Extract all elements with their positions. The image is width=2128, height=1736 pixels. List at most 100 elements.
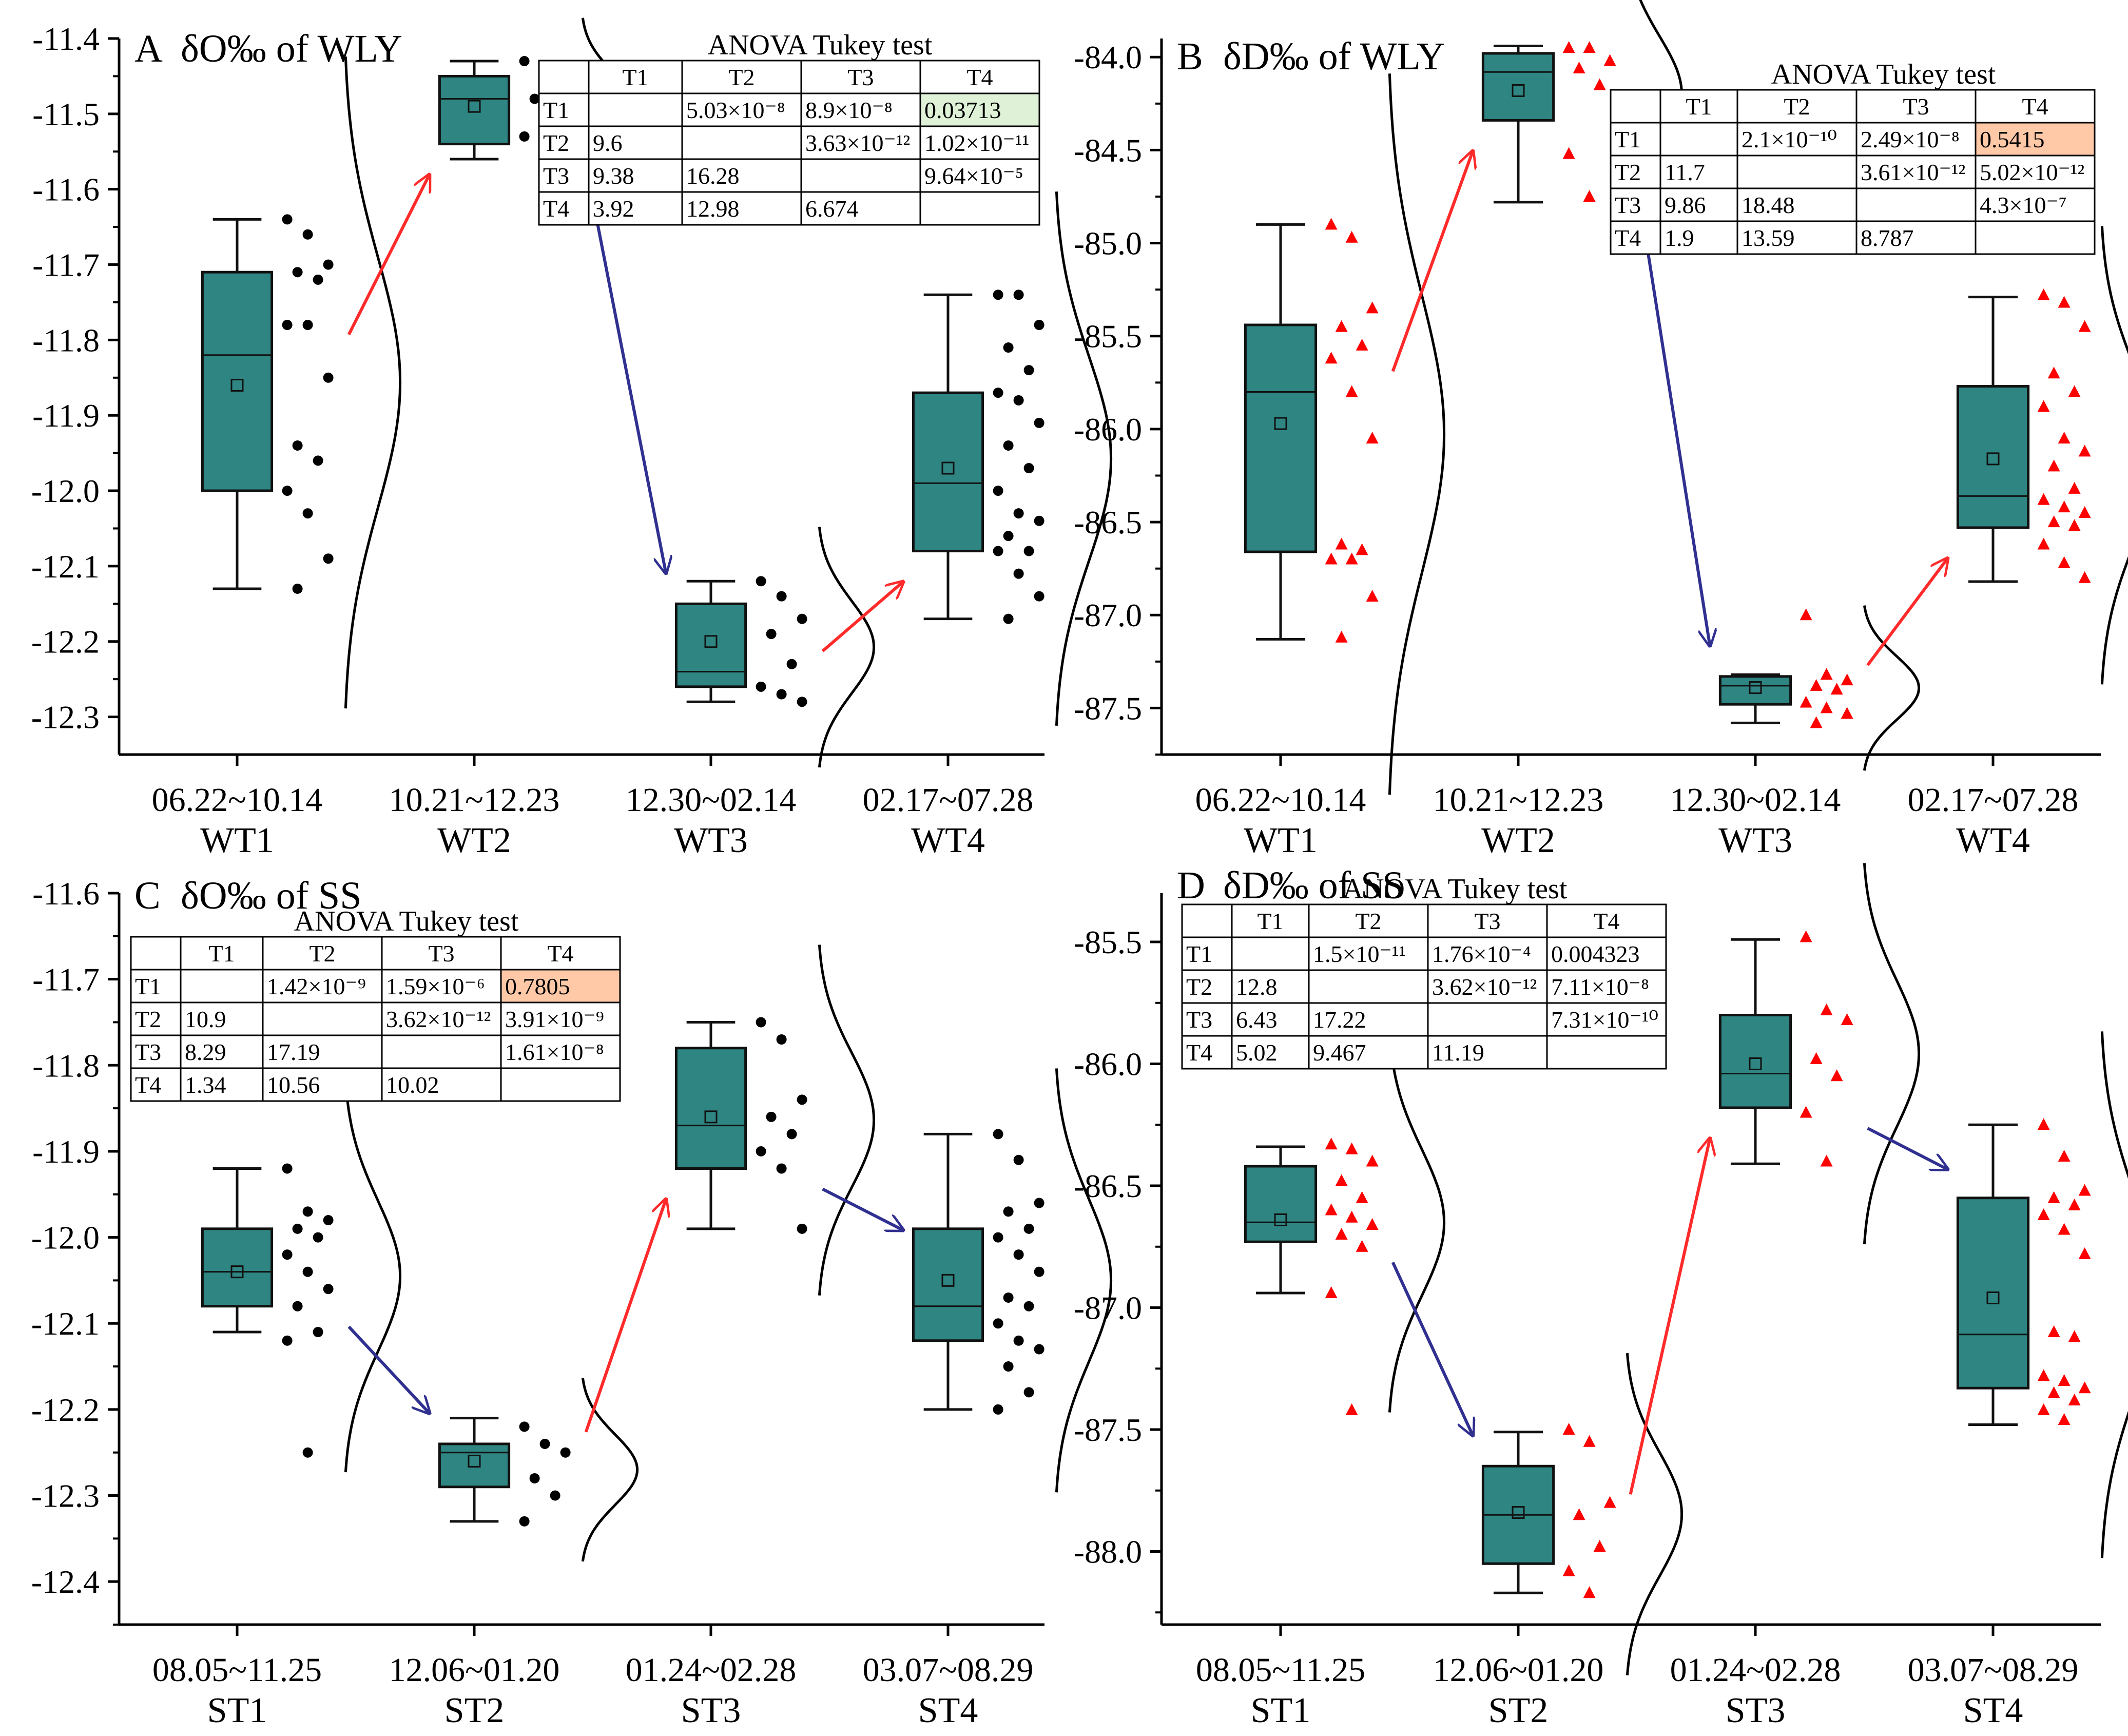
data-point: [313, 455, 323, 466]
data-point: [550, 1490, 560, 1501]
density-curve: [344, 56, 402, 709]
table-cell-text: T1: [622, 64, 648, 90]
arrow-down: [822, 1187, 903, 1230]
data-point: [2068, 1330, 2081, 1342]
data-point: [1013, 1335, 1024, 1346]
data-point: [1345, 552, 1358, 565]
x-tick-label: 02.17~07.28: [863, 781, 1034, 819]
data-point: [1325, 1137, 1338, 1150]
mean-marker: [468, 100, 481, 113]
table-cell-text: T2: [309, 940, 335, 967]
table-cell-text: 1.76×10⁻⁴: [1432, 941, 1531, 967]
table-cell: [1546, 1035, 1667, 1070]
data-point: [323, 1215, 334, 1226]
panel-a: -11.4-11.5-11.6-11.7-11.8-11.9-12.0-12.1…: [31, 17, 1113, 860]
y-tick-label: -84.5: [1074, 132, 1142, 168]
data-point: [756, 1146, 766, 1156]
table-cell-text: 1.9: [1665, 225, 1694, 251]
group-3: [674, 944, 876, 1296]
group-3: [1718, 863, 1921, 1245]
table-cell: [381, 969, 502, 1004]
data-point: [993, 388, 1003, 398]
data-point: [2078, 445, 2091, 457]
mean-marker: [230, 1265, 244, 1279]
table-cell-text: 11.19: [1432, 1039, 1484, 1066]
data-point: [1034, 1266, 1044, 1277]
table-cell: [588, 60, 683, 94]
data-point: [292, 440, 303, 451]
table-cell: [588, 92, 683, 127]
table-cell-text: T3: [1615, 192, 1641, 218]
data-point: [302, 229, 313, 240]
table-cell-text: 18.48: [1742, 192, 1795, 218]
density-curve: [1626, 1353, 1684, 1675]
data-point: [1356, 1240, 1368, 1252]
data-point: [1593, 1540, 1606, 1552]
data-point: [2058, 500, 2071, 513]
table-cell-text: 3.92: [593, 196, 634, 222]
data-point: [323, 259, 334, 270]
data-point: [292, 583, 303, 594]
table-cell: [500, 1001, 621, 1036]
table-cell: [500, 1034, 621, 1069]
data-point: [1562, 41, 1575, 53]
table-cell: [1308, 969, 1429, 1004]
data-point: [2047, 459, 2060, 472]
table-cell: [919, 191, 1040, 226]
x-tick-label: 06.22~10.14: [152, 781, 323, 819]
table-cell-text: 6.674: [805, 196, 859, 222]
group-label: ST4: [1963, 1691, 2023, 1730]
table-cell: [180, 1067, 264, 1102]
mean-marker: [1986, 452, 2000, 466]
table-cell: [1736, 187, 1858, 222]
arrow-up: [821, 582, 903, 652]
density-curve: [1863, 863, 1921, 1245]
data-point: [1583, 189, 1596, 202]
data-point: [2068, 1199, 2081, 1210]
data-point: [1003, 1361, 1014, 1372]
data-point: [1810, 716, 1823, 728]
data-point: [292, 1301, 303, 1311]
data-point: [1810, 679, 1823, 691]
table-cell: [1659, 187, 1738, 222]
anova-table-title: ANOVA Tukey test: [294, 905, 519, 937]
data-point: [993, 1318, 1003, 1329]
data-point: [1034, 320, 1044, 330]
table-cell: [919, 125, 1040, 160]
data-point: [1583, 1586, 1596, 1598]
data-point: [529, 1473, 540, 1483]
table-cell: [262, 1067, 383, 1102]
y-tick-label: -86.0: [1074, 411, 1142, 448]
data-point: [766, 629, 777, 640]
data-point: [1800, 608, 1812, 621]
table-cell-text: 1.02×10⁻¹¹: [924, 130, 1029, 156]
data-point: [2047, 515, 2060, 528]
data-point: [323, 1284, 334, 1295]
table-cell-text: T1: [1186, 941, 1212, 967]
data-point: [1366, 301, 1379, 314]
data-point: [2037, 493, 2050, 505]
table-cell-text: 0.5415: [1980, 126, 2045, 152]
data-point: [776, 591, 787, 602]
x-tick-label: 12.06~01.20: [1433, 1651, 1604, 1689]
table-cell: [919, 60, 1040, 94]
y-tick-label: -12.1: [31, 548, 100, 585]
table-cell: [800, 92, 921, 127]
data-point: [2058, 1223, 2071, 1235]
data-point: [993, 1129, 1003, 1140]
table-cell-text: 1.59×10⁻⁶: [386, 973, 485, 999]
data-point: [2058, 1413, 2071, 1425]
data-point: [1830, 683, 1843, 695]
panel-title: δD‰ of WLY: [1223, 35, 1445, 78]
data-point: [302, 1266, 313, 1277]
table-cell: [130, 1067, 182, 1102]
data-point: [1034, 417, 1044, 428]
data-point: [1335, 537, 1348, 550]
y-tick-label: -85.0: [1074, 225, 1142, 262]
table-cell: [1610, 220, 1661, 255]
y-tick-label: -87.5: [1074, 1412, 1142, 1448]
y-tick-label: -12.1: [31, 1305, 100, 1342]
data-point: [1013, 395, 1024, 406]
